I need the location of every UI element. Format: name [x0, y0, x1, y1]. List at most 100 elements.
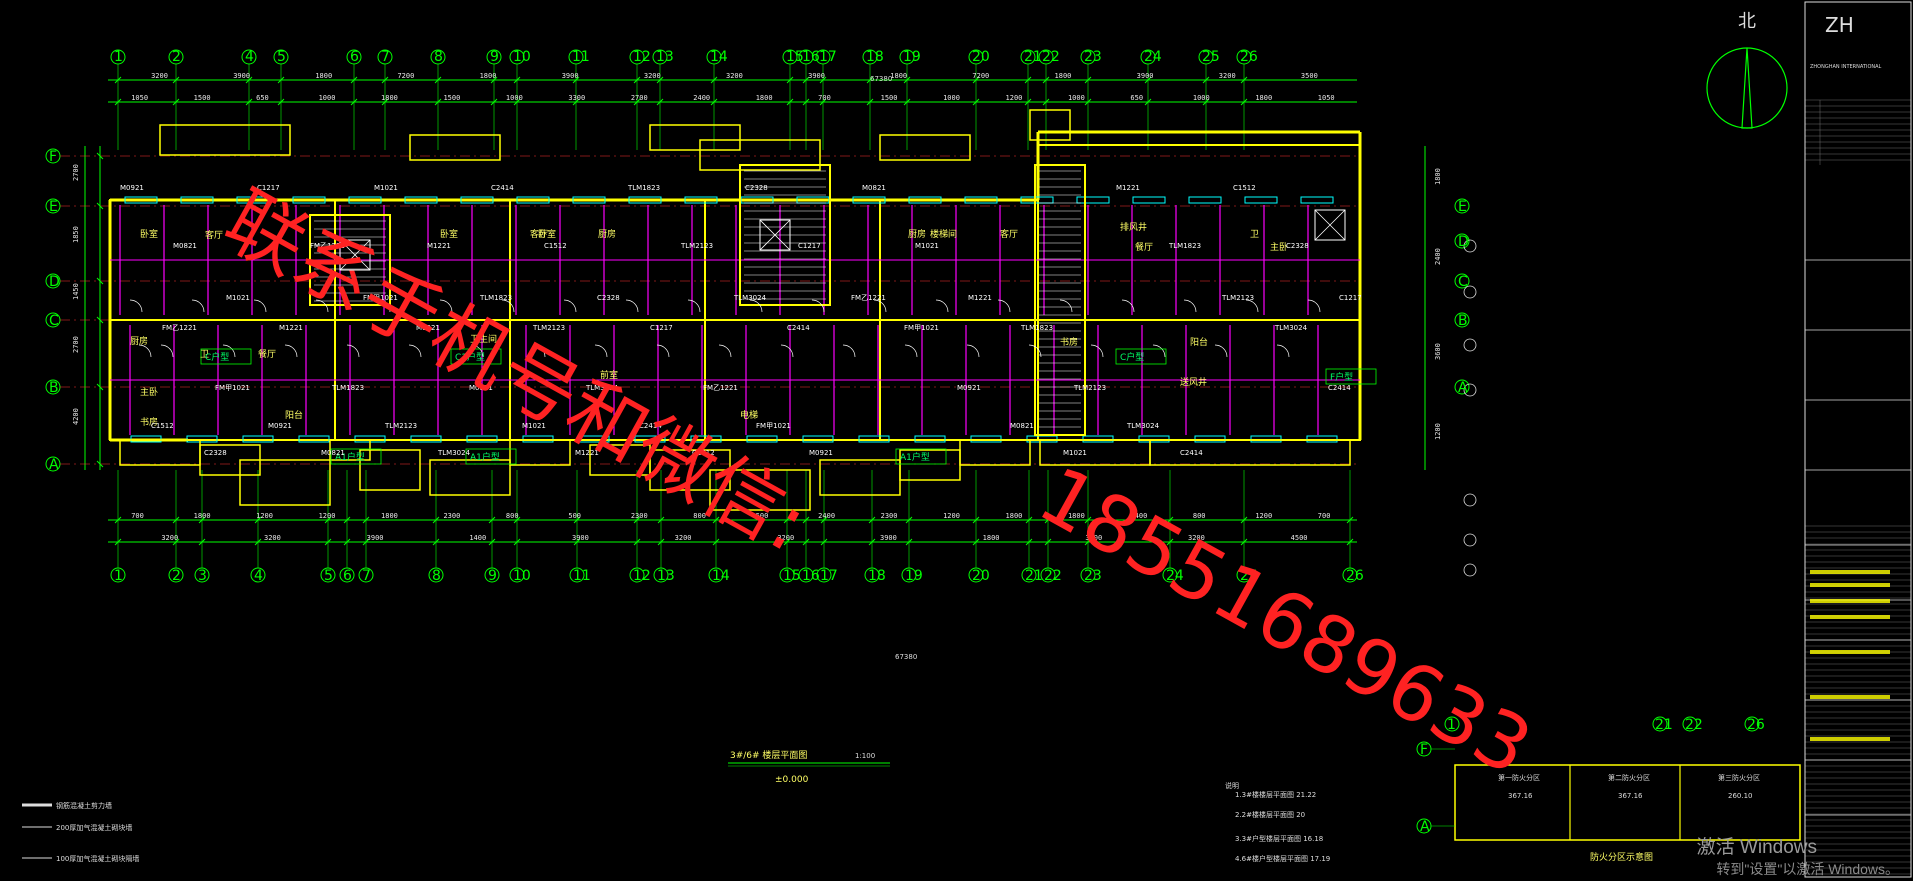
dimension-tick: [490, 98, 498, 106]
dimension-tick: [633, 538, 641, 546]
dimension-tick: [972, 516, 980, 524]
grid-bubble-right: [1454, 379, 1470, 395]
room-name: 客厅: [205, 229, 223, 241]
grid-label-bottom: 18: [868, 568, 886, 584]
dimension-text: 1000: [506, 94, 523, 102]
grid-label-top: 12: [633, 49, 651, 65]
room-name: 卧室: [140, 228, 158, 240]
door-swing: [346, 344, 360, 358]
window-bottom: [1194, 435, 1226, 443]
dimension-text: 3900: [233, 72, 250, 80]
window-top: [124, 196, 158, 204]
door-window-tag: FM乙1221: [310, 242, 345, 250]
dimension-text: 3900: [1085, 534, 1102, 542]
door-swing: [1059, 299, 1073, 313]
north-label: 北: [1738, 11, 1756, 32]
dimension-text: 1800: [194, 512, 211, 520]
door-window-tag: C1217: [798, 242, 821, 250]
grid-label-top: 23: [1084, 49, 1102, 65]
window-bottom: [130, 435, 162, 443]
door-window-tag: TLM2123: [1073, 384, 1106, 392]
balcony: [509, 439, 571, 466]
door-window-tag: C1217: [1339, 294, 1362, 302]
door-window-tag: C1512: [151, 422, 174, 430]
dimension-text: 2400: [693, 94, 710, 102]
window-top: [1300, 196, 1334, 204]
door-window-tag: TLM3024: [437, 449, 471, 457]
north-balcony: [1029, 109, 1071, 141]
door-window-tag: FM甲1021: [215, 384, 250, 392]
door-window-tag: M1021: [915, 242, 939, 250]
door-swing: [966, 344, 980, 358]
grid-label-top: 15: [786, 49, 804, 65]
window-bottom: [858, 435, 890, 443]
dimension-text: 1200: [319, 512, 336, 520]
door-swing: [315, 299, 329, 313]
dimension-text: 2400: [1434, 248, 1442, 265]
grid-label-bottom: 8: [432, 568, 441, 584]
grid-label-bottom: 17: [820, 568, 838, 584]
door-swing: [532, 344, 546, 358]
dimension-tick: [254, 538, 262, 546]
grid-bubble-right: [1454, 273, 1470, 289]
fire-zone-name: 第三防火分区: [1718, 773, 1760, 782]
door-window-tag: C1512: [692, 449, 715, 457]
window-bottom: [914, 435, 946, 443]
inset-grid-label: 22: [1685, 717, 1703, 733]
door-swing: [1152, 344, 1166, 358]
balcony: [119, 439, 201, 466]
room-name: 厨房: [598, 228, 616, 240]
elevator-shaft: [1314, 209, 1346, 241]
dimension-tick: [434, 98, 442, 106]
dimension-tick: [381, 98, 389, 106]
dimension-tick: [633, 98, 641, 106]
dimension-tick: [172, 76, 180, 84]
dimension-text: 1050: [131, 94, 148, 102]
door-window-tag: TLM1823: [627, 184, 660, 192]
grid-label-top: 13: [656, 49, 674, 65]
dimension-tick: [381, 76, 389, 84]
window-bottom: [466, 435, 498, 443]
door-window-tag: TLM3024: [585, 384, 619, 392]
dimension-tick: [172, 538, 180, 546]
door-swing: [439, 299, 453, 313]
dimension-tick: [905, 538, 913, 546]
door-window-tag: FM甲1021: [363, 294, 398, 302]
dimension-text: 1050: [1318, 94, 1335, 102]
door-swing: [160, 344, 174, 358]
dimension-text: 2700: [72, 336, 80, 353]
dimension-tick: [866, 98, 874, 106]
door-swing: [780, 344, 794, 358]
grid-label-top: 24: [1144, 49, 1162, 65]
dimension-tick: [972, 98, 980, 106]
dimension-text: 3300: [568, 94, 585, 102]
grid-label-bottom: 1: [114, 568, 123, 584]
grid-label-top: 2: [172, 49, 181, 65]
door-swing: [1214, 344, 1228, 358]
door-swing: [718, 344, 732, 358]
grid-label-bottom: 26: [1346, 568, 1364, 584]
dimension-text: 1850: [72, 226, 80, 243]
door-swing: [1276, 344, 1290, 358]
room-name: 厨房: [130, 335, 148, 347]
dimension-text: 1800: [1055, 72, 1072, 80]
window-top: [908, 196, 942, 204]
dimension-tick: [1044, 538, 1052, 546]
inset-grid-label: A: [1420, 819, 1430, 835]
dimension-tick: [245, 98, 253, 106]
door-window-tag: TLM2123: [1221, 294, 1254, 302]
elevator-shaft: [339, 239, 371, 271]
dimension-tick: [1084, 538, 1092, 546]
grid-label-top: 22: [1042, 49, 1060, 65]
window-bottom: [242, 435, 274, 443]
room-name: 前室: [600, 369, 618, 381]
notes: 说明 1.3#楼楼层平面图 21.22 2.2#楼楼层平面图 20 3.3#户型…: [1225, 781, 1330, 863]
grid-bubble-right: [1454, 233, 1470, 249]
right-bubble: [1463, 285, 1477, 299]
dimension-text: 1500: [443, 94, 460, 102]
door-swing: [1028, 344, 1042, 358]
window-top: [236, 196, 270, 204]
door-swing: [377, 299, 391, 313]
door-window-tag: C1512: [544, 242, 567, 250]
